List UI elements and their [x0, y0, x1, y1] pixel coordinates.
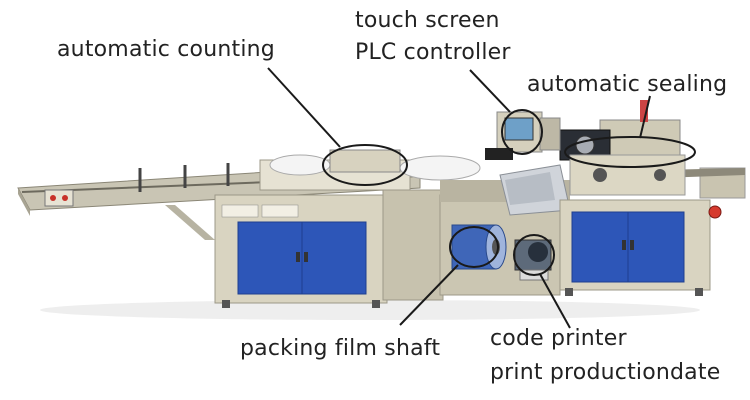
- sealing-callout-ellipse: [564, 136, 696, 168]
- floor-shadow: [40, 300, 700, 320]
- automatic-sealing-label: automatic sealing: [527, 72, 728, 97]
- code-printer-callout-ellipse: [513, 234, 555, 276]
- automatic-counting-label: automatic counting: [57, 37, 275, 62]
- packing-film-shaft-label: packing film shaft: [240, 336, 441, 361]
- emergency-stop: [708, 205, 722, 219]
- print-productiondate-label: print productiondate: [490, 360, 721, 385]
- plc-controller-label: PLC controller: [355, 40, 511, 65]
- callout-lines: [267, 67, 651, 329]
- plc-callout-line: [469, 69, 511, 113]
- callout-ellipses: [322, 109, 696, 276]
- counting-callout-line: [267, 67, 341, 148]
- counting-callout-ellipse: [322, 144, 408, 186]
- film-section: [439, 164, 571, 296]
- touch-screen-plc: [485, 111, 561, 160]
- touch-screen-label: touch screen: [355, 8, 500, 33]
- film-shaft-callout-line: [399, 264, 459, 326]
- sealing-callout-line: [639, 95, 651, 139]
- sealing-unit: [559, 100, 746, 296]
- counting-unit: [214, 149, 481, 308]
- start-button-box: [44, 189, 74, 207]
- code-printer-label: code printer: [490, 326, 627, 351]
- code-printer-callout-line: [539, 273, 571, 329]
- plc-callout-ellipse: [501, 109, 543, 155]
- film-shaft-callout-ellipse: [449, 226, 499, 268]
